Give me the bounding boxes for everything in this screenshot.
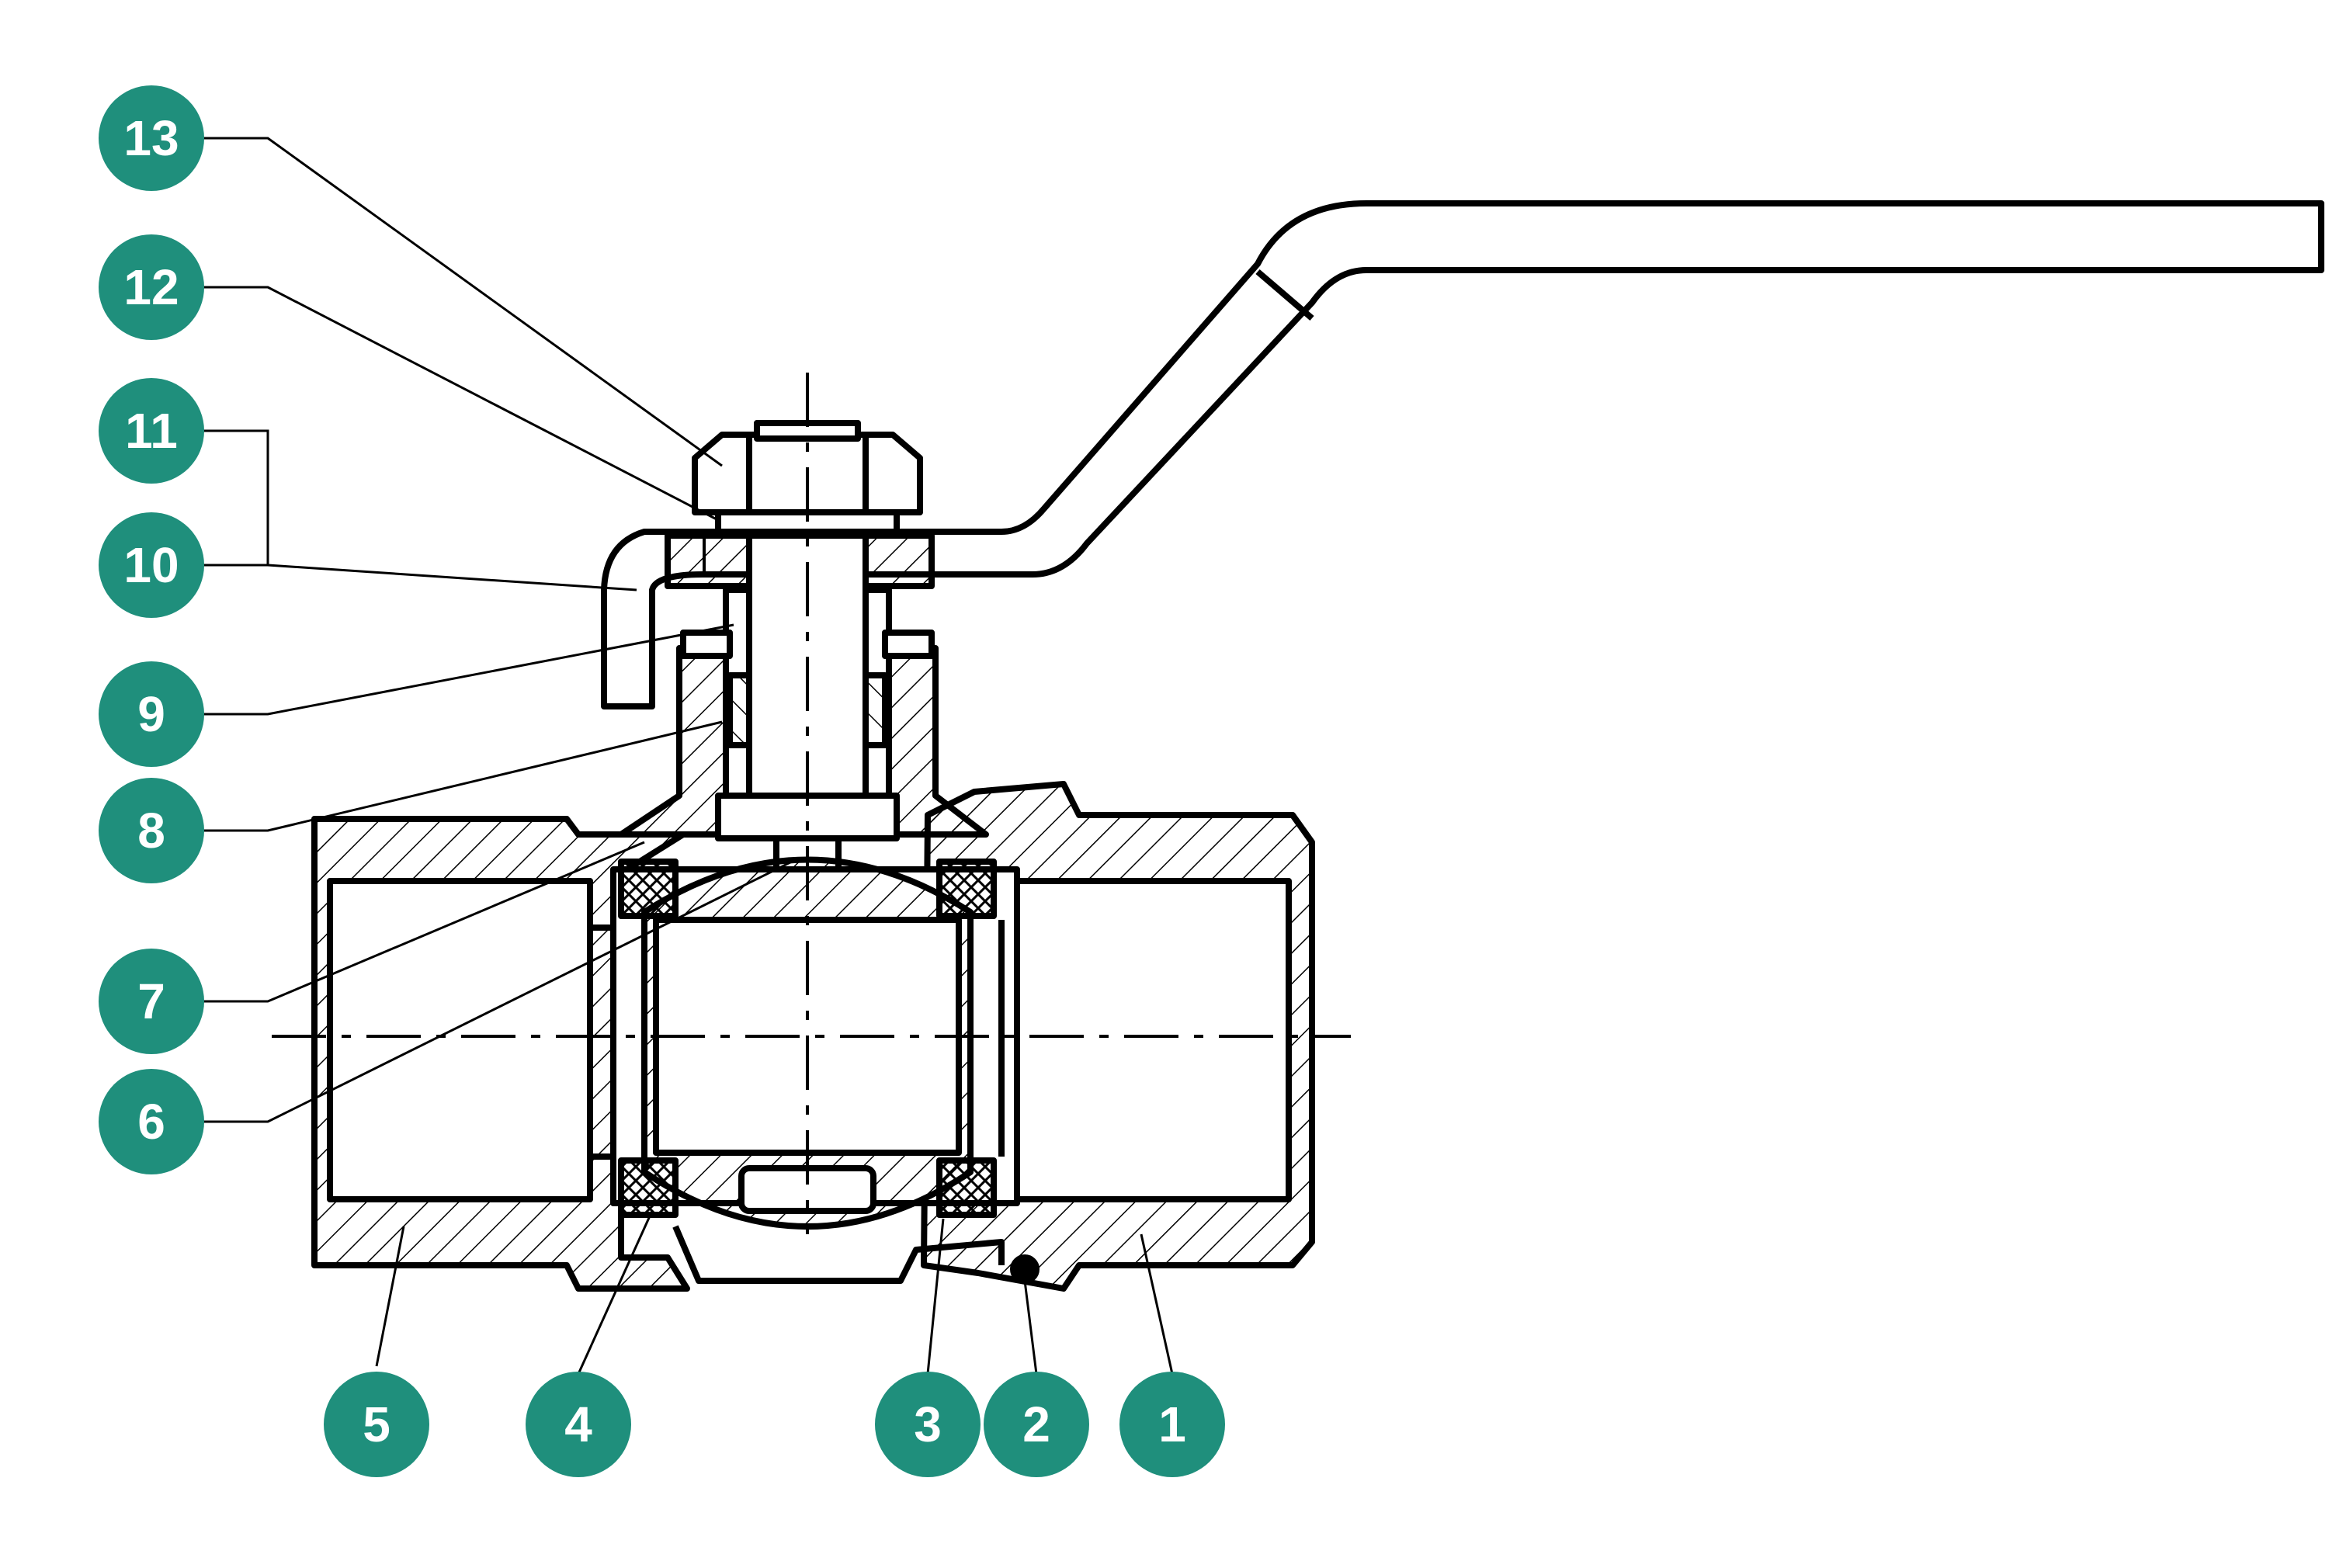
seat-top-left <box>618 859 679 919</box>
seat-bottom-right <box>936 1157 997 1218</box>
leader-10 <box>202 564 637 591</box>
callout-number: 10 <box>123 537 179 593</box>
callout-circle <box>99 234 204 340</box>
callout-circle <box>99 949 204 1054</box>
leader-8 <box>202 720 723 832</box>
stem-seal-left <box>680 630 733 659</box>
seat-bottom-left <box>618 1157 679 1218</box>
left-bore <box>327 878 593 1202</box>
body-bottom <box>672 1225 1005 1284</box>
leader-11 <box>202 429 269 565</box>
callout-1: 1 <box>1119 1372 1225 1477</box>
callout-circle <box>99 378 204 484</box>
handle-joint-line <box>1255 269 1314 321</box>
callout-8: 8 <box>99 778 204 883</box>
callout-4: 4 <box>526 1372 631 1477</box>
leader-lines <box>202 137 1174 1375</box>
callout-circle <box>99 661 204 767</box>
callout-12: 12 <box>99 234 204 340</box>
leader-13 <box>202 137 723 467</box>
leader-5 <box>375 1226 405 1367</box>
callout-2: 2 <box>984 1372 1089 1477</box>
right-bore <box>1014 878 1292 1202</box>
leader-6 <box>202 860 793 1123</box>
callout-6: 6 <box>99 1069 204 1174</box>
callout-circle <box>1119 1372 1225 1477</box>
callout-number: 8 <box>137 803 165 859</box>
callout-number: 13 <box>123 110 179 166</box>
callout-circle <box>99 85 204 191</box>
callout-number: 9 <box>137 686 165 742</box>
callout-10: 10 <box>99 512 204 618</box>
callout-circle <box>324 1372 429 1477</box>
o-ring <box>1010 1254 1040 1284</box>
leader-2 <box>1023 1280 1038 1375</box>
leader-9 <box>202 623 734 716</box>
callout-circle <box>875 1372 981 1477</box>
callout-5: 5 <box>324 1372 429 1477</box>
callout-circle <box>99 512 204 618</box>
callout-badges: 13 12 11 10 9 8 7 6 5 4 3 2 1 <box>99 85 1225 1477</box>
callout-number: 2 <box>1022 1396 1050 1452</box>
stem-seal-right <box>882 630 935 659</box>
callout-number: 3 <box>914 1396 942 1452</box>
callout-circle <box>99 778 204 883</box>
callout-number: 12 <box>123 259 179 315</box>
callout-number: 1 <box>1158 1396 1186 1452</box>
callout-number: 7 <box>137 973 165 1029</box>
callout-circle <box>984 1372 1089 1477</box>
leader-4 <box>577 1210 654 1375</box>
leader-7 <box>202 841 645 1003</box>
callout-9: 9 <box>99 661 204 767</box>
handle-lever <box>699 200 2324 578</box>
seat-top-right <box>936 859 997 919</box>
callout-circle <box>99 1069 204 1174</box>
callout-7: 7 <box>99 949 204 1054</box>
leader-1 <box>1140 1233 1174 1375</box>
valve-drawing <box>311 200 2324 1292</box>
callout-number: 6 <box>137 1094 165 1150</box>
leader-12 <box>202 286 719 522</box>
callout-number: 5 <box>363 1396 390 1452</box>
callout-number: 11 <box>125 403 178 459</box>
leader-3 <box>926 1218 945 1375</box>
callout-3: 3 <box>875 1372 981 1477</box>
callout-13: 13 <box>99 85 204 191</box>
callout-circle <box>526 1372 631 1477</box>
callout-11: 11 <box>99 378 204 484</box>
callout-number: 4 <box>564 1396 592 1452</box>
